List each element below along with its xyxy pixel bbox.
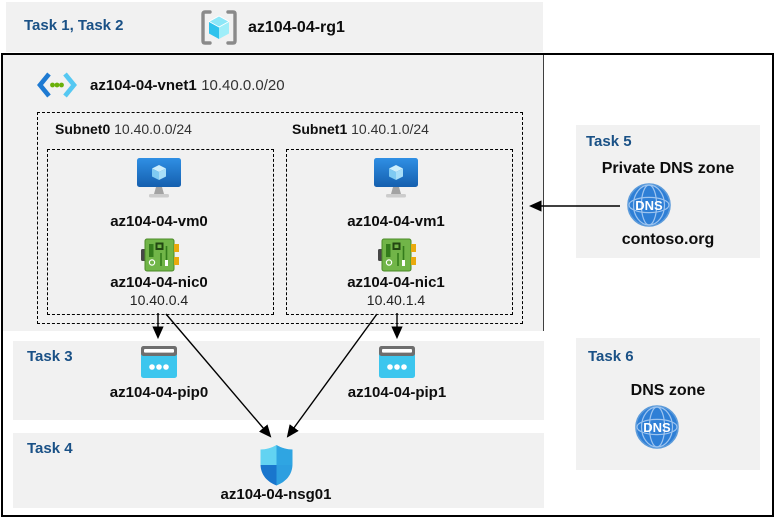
dns-zone-icon: DNS bbox=[635, 405, 679, 449]
pip0-label: az104-04-pip0 bbox=[109, 384, 209, 401]
dns-icon-text: DNS bbox=[643, 420, 671, 435]
nic1-icon bbox=[378, 238, 416, 272]
subnets-container bbox=[37, 112, 523, 324]
task4-label: Task 4 bbox=[27, 440, 73, 457]
vnet-label: az104-04-vnet1 10.40.0.0/20 bbox=[90, 77, 285, 95]
task3-band bbox=[13, 341, 544, 420]
vm1-icon bbox=[373, 157, 419, 201]
pip0-icon bbox=[141, 346, 177, 378]
virtual-network-icon bbox=[36, 71, 78, 99]
subnet0-label: Subnet0 10.40.0.0/24 bbox=[55, 121, 192, 137]
nic0-label: az104-04-nic0 bbox=[110, 274, 208, 291]
vm0-icon bbox=[136, 157, 182, 201]
task1-2-label: Task 1, Task 2 bbox=[24, 17, 124, 34]
subnet1-box bbox=[286, 149, 513, 315]
pip1-icon bbox=[379, 346, 415, 378]
nic1-label: az104-04-nic1 bbox=[347, 274, 445, 291]
task5-label: Task 5 bbox=[586, 133, 632, 150]
private-dns-icon-text: DNS bbox=[635, 198, 663, 213]
nsg-icon bbox=[258, 444, 295, 486]
private-dns-zone-name: contoso.org bbox=[621, 231, 715, 248]
resource-group-icon bbox=[199, 9, 239, 46]
private-dns-zone-title: Private DNS zone bbox=[601, 160, 735, 177]
nic0-icon bbox=[141, 238, 179, 272]
subnet0-box bbox=[47, 149, 274, 315]
vnet-cidr: 10.40.0.0/20 bbox=[201, 77, 285, 94]
nic0-ip: 10.40.0.4 bbox=[129, 292, 189, 308]
subnet1-label: Subnet1 10.40.1.0/24 bbox=[292, 121, 429, 137]
nic1-ip: 10.40.1.4 bbox=[366, 292, 426, 308]
subnet1-cidr: 10.40.1.0/24 bbox=[351, 121, 429, 137]
subnet0-cidr: 10.40.0.0/24 bbox=[114, 121, 192, 137]
dns-zone-title: DNS zone bbox=[630, 382, 706, 399]
nsg-label: az104-04-nsg01 bbox=[220, 486, 332, 503]
vm1-label: az104-04-vm1 bbox=[347, 213, 445, 230]
vnet-name: az104-04-vnet1 bbox=[90, 77, 197, 94]
resource-group-name: az104-04-rg1 bbox=[248, 19, 345, 36]
subnet1-name: Subnet1 bbox=[292, 121, 348, 137]
vm0-label: az104-04-vm0 bbox=[110, 213, 208, 230]
task6-label: Task 6 bbox=[588, 348, 634, 365]
pip1-label: az104-04-pip1 bbox=[347, 384, 447, 401]
task5-box bbox=[576, 125, 760, 258]
task6-box bbox=[576, 338, 760, 470]
private-dns-zone-icon: DNS bbox=[627, 183, 671, 227]
task1-2-band bbox=[6, 2, 543, 52]
diagram-outer-border bbox=[1, 53, 774, 517]
task3-label: Task 3 bbox=[27, 348, 73, 365]
subnet0-name: Subnet0 bbox=[55, 121, 111, 137]
